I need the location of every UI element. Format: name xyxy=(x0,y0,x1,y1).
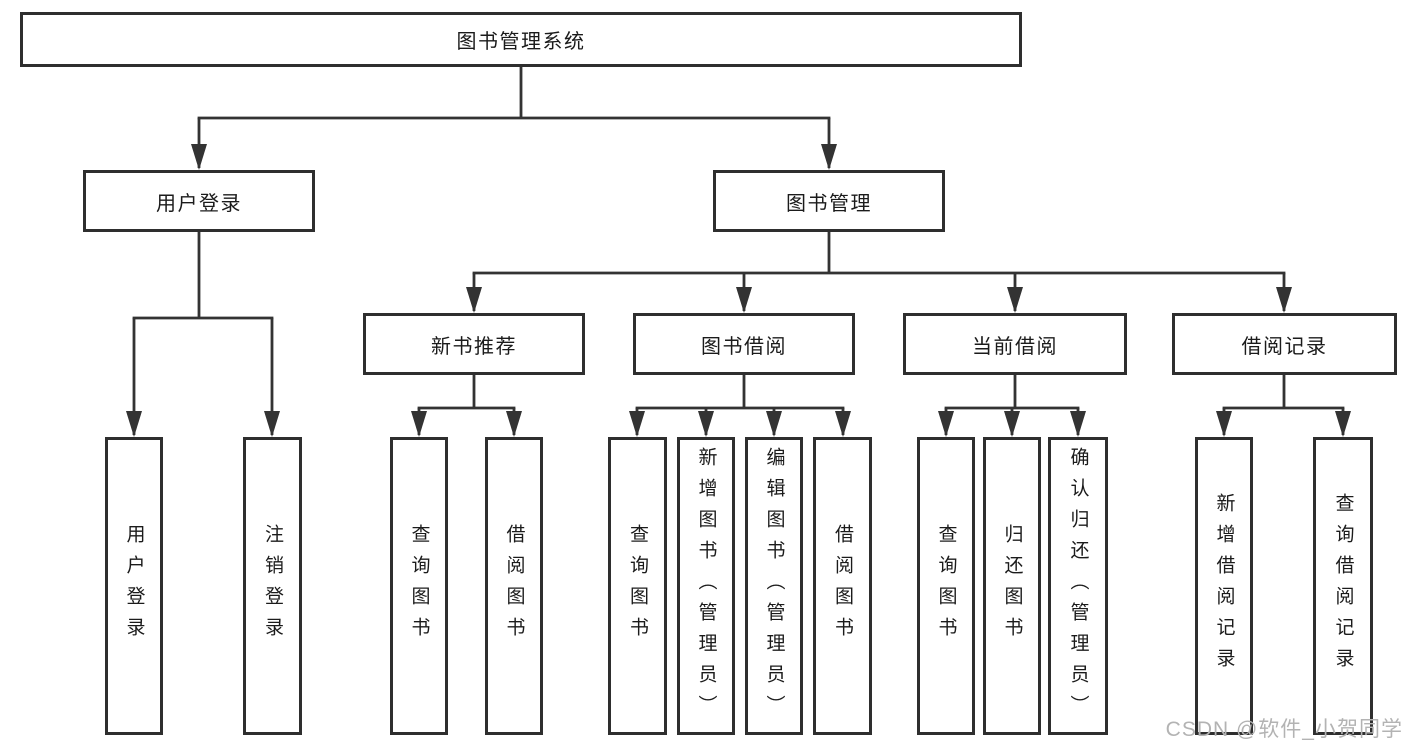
leaf-add-borrow-record-label: 新增借阅记录 xyxy=(1213,493,1235,679)
leaf-borrow-book-recommend: 借阅图书 xyxy=(485,437,543,735)
leaf-edit-book-admin: 编辑图书（管理员） xyxy=(745,437,803,735)
leaf-query-book-recommend-label: 查询图书 xyxy=(408,524,430,648)
leaf-confirm-return-admin: 确认归还（管理员） xyxy=(1048,437,1108,735)
leaf-query-book-current-label: 查询图书 xyxy=(935,524,957,648)
node-current-borrow: 当前借阅 xyxy=(903,313,1127,375)
node-book-management: 图书管理 xyxy=(713,170,945,232)
leaf-query-borrow-record: 查询借阅记录 xyxy=(1313,437,1373,735)
node-user-login: 用户登录 xyxy=(83,170,315,232)
leaf-logout: 注销登录 xyxy=(243,437,302,735)
node-root: 图书管理系统 xyxy=(20,12,1022,67)
leaf-borrow-book: 借阅图书 xyxy=(813,437,872,735)
connector-new-book-recommend-children xyxy=(411,375,522,437)
leaf-add-book-admin-label: 新增图书（管理员） xyxy=(695,446,717,726)
connector-current-borrow-children xyxy=(938,375,1086,437)
connector-root-to-level2 xyxy=(191,67,837,170)
leaf-query-book-recommend: 查询图书 xyxy=(390,437,448,735)
leaf-confirm-return-admin-label: 确认归还（管理员） xyxy=(1067,446,1089,726)
leaf-return-book-label: 归还图书 xyxy=(1001,524,1023,648)
node-book-borrow: 图书借阅 xyxy=(633,313,855,375)
leaf-borrow-book-recommend-label: 借阅图书 xyxy=(503,524,525,648)
leaf-logout-label: 注销登录 xyxy=(262,524,283,648)
connector-book-borrow-children xyxy=(629,375,851,437)
connector-borrow-records-children xyxy=(1216,375,1351,437)
leaf-query-book-borrow: 查询图书 xyxy=(608,437,667,735)
leaf-user-login: 用户登录 xyxy=(105,437,163,735)
leaf-add-book-admin: 新增图书（管理员） xyxy=(677,437,735,735)
leaf-query-borrow-record-label: 查询借阅记录 xyxy=(1332,493,1354,679)
leaf-return-book: 归还图书 xyxy=(983,437,1041,735)
leaf-query-book-borrow-label: 查询图书 xyxy=(627,524,648,648)
leaf-query-book-current: 查询图书 xyxy=(917,437,975,735)
connector-book-management-children xyxy=(466,232,1292,313)
node-borrow-records: 借阅记录 xyxy=(1172,313,1397,375)
leaf-edit-book-admin-label: 编辑图书（管理员） xyxy=(763,446,785,726)
connector-user-login-children xyxy=(126,232,280,437)
node-new-book-recommend: 新书推荐 xyxy=(363,313,585,375)
leaf-add-borrow-record: 新增借阅记录 xyxy=(1195,437,1253,735)
leaf-user-login-label: 用户登录 xyxy=(123,524,145,648)
csdn-watermark: CSDN @软件_小贺同学 xyxy=(1165,718,1403,741)
leaf-borrow-book-label: 借阅图书 xyxy=(832,524,853,648)
